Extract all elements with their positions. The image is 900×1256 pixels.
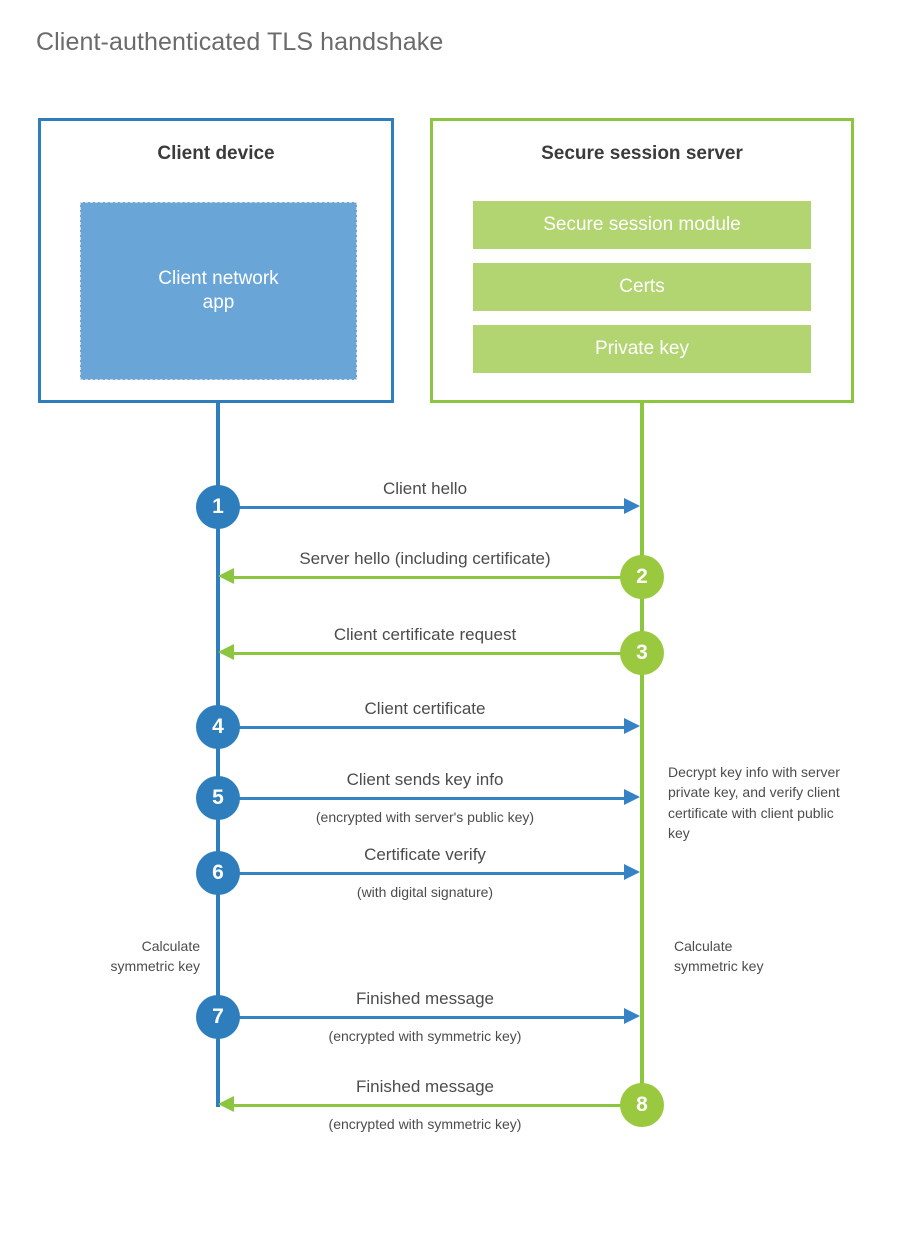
server-calculate-symmetric-key-note: Calculate symmetric key (674, 938, 764, 975)
client-network-app-block: Client network app (80, 202, 357, 380)
message-label-2: Server hello (including certificate) (299, 549, 551, 568)
message-arrowhead-5 (624, 789, 640, 805)
message-label-1: Client hello (382, 479, 468, 498)
step-number-badge-1[interactable]: 1 (196, 485, 240, 529)
message-label-5: Client sends key info (346, 770, 504, 789)
message-label-4: Client certificate (364, 699, 486, 718)
message-arrow-line-5 (218, 797, 632, 800)
page-title: Client-authenticated TLS handshake (36, 28, 444, 56)
message-arrowhead-2 (218, 568, 234, 584)
message-sublabel-5: (encrypted with server's public key) (315, 809, 535, 825)
step-number-badge-7[interactable]: 7 (196, 995, 240, 1039)
server-component-private-key: Private key (473, 325, 811, 373)
client-device-title: Client device (157, 143, 275, 164)
step-number-badge-4[interactable]: 4 (196, 705, 240, 749)
message-arrow-line-8 (226, 1104, 640, 1107)
secure-session-server-box: Secure session server Secure session mod… (430, 118, 854, 403)
message-arrowhead-4 (624, 718, 640, 734)
message-arrowhead-7 (624, 1008, 640, 1024)
message-sublabel-7: (encrypted with symmetric key) (328, 1028, 522, 1044)
message-arrow-line-3 (226, 652, 640, 655)
server-component-secure-session-module: Secure session module (473, 201, 811, 249)
message-arrowhead-1 (624, 498, 640, 514)
message-arrow-line-6 (218, 872, 632, 875)
client-device-box: Client device Client network app (38, 118, 394, 403)
message-arrow-line-7 (218, 1016, 632, 1019)
server-process-note: Decrypt key info with server private key… (668, 764, 840, 841)
message-label-3: Client certificate request (333, 625, 517, 644)
message-label-8: Finished message (356, 1077, 494, 1096)
message-arrow-line-1 (218, 506, 632, 509)
server-component-certs: Certs (473, 263, 811, 311)
step-number-badge-5[interactable]: 5 (196, 776, 240, 820)
secure-session-server-title: Secure session server (541, 143, 743, 164)
message-arrow-line-4 (218, 726, 632, 729)
message-arrowhead-3 (218, 644, 234, 660)
message-label-7: Finished message (356, 989, 494, 1008)
message-arrowhead-8 (218, 1096, 234, 1112)
message-label-6: Certificate verify (364, 845, 486, 864)
step-number-badge-2[interactable]: 2 (620, 555, 664, 599)
step-number-badge-6[interactable]: 6 (196, 851, 240, 895)
step-number-badge-3[interactable]: 3 (620, 631, 664, 675)
server-lifeline (640, 403, 644, 1107)
message-sublabel-6: (with digital signature) (356, 884, 494, 900)
message-sublabel-8: (encrypted with symmetric key) (328, 1116, 522, 1132)
client-calculate-symmetric-key-note: Calculate symmetric key (110, 938, 200, 975)
message-arrow-line-2 (226, 576, 640, 579)
message-arrowhead-6 (624, 864, 640, 880)
step-number-badge-8[interactable]: 8 (620, 1083, 664, 1127)
client-lifeline (216, 403, 220, 1107)
